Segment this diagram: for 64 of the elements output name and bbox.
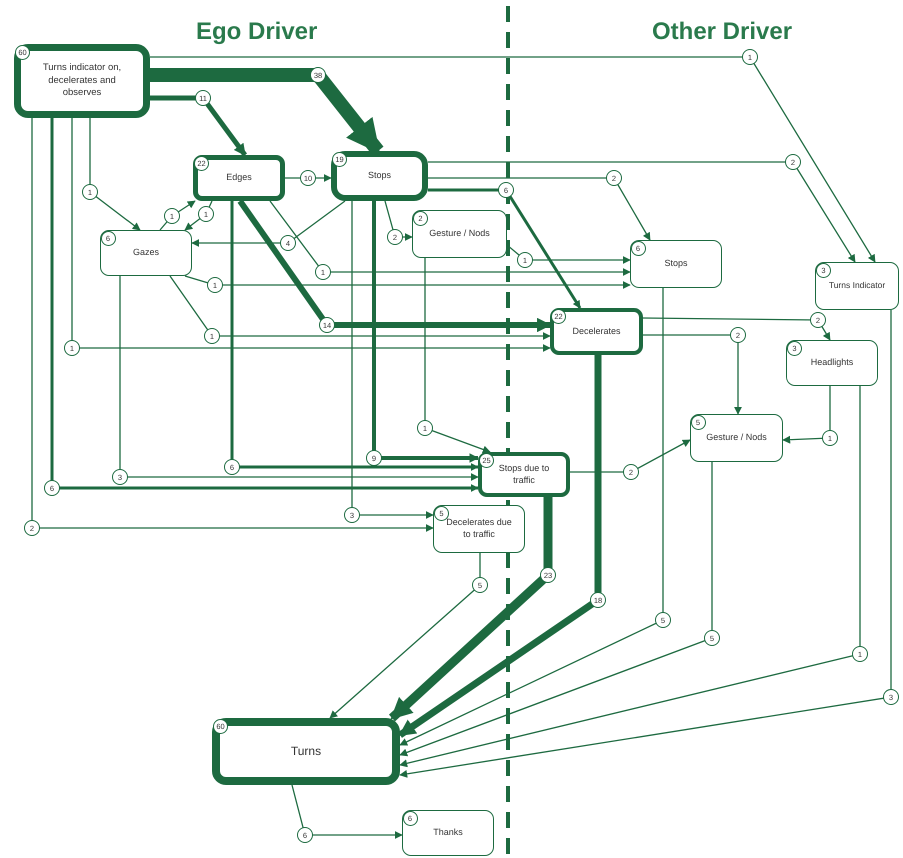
arrow bbox=[372, 201, 479, 463]
arrow bbox=[428, 161, 856, 263]
arrow bbox=[388, 497, 552, 722]
state-label: Edges bbox=[226, 172, 252, 184]
state-box bbox=[412, 210, 507, 258]
state-box bbox=[478, 452, 570, 497]
arrow bbox=[184, 200, 213, 231]
arrow bbox=[643, 317, 831, 341]
arrow bbox=[782, 386, 831, 444]
arrow bbox=[570, 439, 691, 473]
state-box bbox=[550, 308, 643, 355]
arrow bbox=[160, 200, 196, 230]
column-heading: Other Driver bbox=[652, 18, 792, 46]
state-label: Turns Indicator bbox=[828, 280, 886, 292]
state-box bbox=[786, 340, 878, 386]
arrow bbox=[329, 553, 481, 719]
state-box bbox=[212, 718, 400, 785]
state-label: Gesture / Nods bbox=[706, 432, 767, 444]
state-label: Turns indicator on, decelerates and observes bbox=[42, 62, 122, 100]
arrow bbox=[428, 177, 651, 241]
state-box bbox=[402, 810, 494, 856]
arrow bbox=[150, 56, 876, 263]
state-box bbox=[14, 44, 150, 118]
state-box bbox=[193, 155, 285, 201]
arrow bbox=[169, 276, 551, 340]
state-label: Headlights bbox=[810, 357, 854, 369]
arrow bbox=[398, 355, 602, 738]
arrow bbox=[424, 258, 491, 454]
arrow bbox=[399, 462, 713, 756]
arrow bbox=[71, 118, 551, 352]
state-label: Stops bbox=[368, 170, 391, 182]
state-label: Stops bbox=[664, 258, 688, 270]
state-label: Stops due to traffic bbox=[498, 462, 550, 486]
arrow bbox=[89, 118, 141, 231]
arrow bbox=[428, 188, 582, 309]
state-label: Gazes bbox=[132, 247, 159, 259]
arrow bbox=[384, 200, 413, 241]
arrow bbox=[191, 200, 346, 247]
state-label: Decelerates bbox=[572, 326, 621, 338]
arrow bbox=[119, 276, 479, 481]
state-box bbox=[690, 414, 783, 462]
arrow bbox=[31, 118, 434, 532]
arrow bbox=[351, 201, 434, 519]
arrow bbox=[238, 199, 552, 332]
state-label: Turns bbox=[290, 744, 322, 760]
arrow bbox=[50, 118, 479, 492]
state-label: Gesture / Nods bbox=[429, 228, 490, 240]
state-label: Thanks bbox=[433, 827, 463, 839]
arrow bbox=[291, 784, 403, 839]
arrow bbox=[285, 174, 332, 182]
state-box bbox=[433, 505, 525, 553]
arrow bbox=[399, 386, 861, 768]
arrow bbox=[184, 275, 631, 289]
arrow bbox=[399, 310, 892, 778]
state-box bbox=[630, 240, 722, 288]
arrow bbox=[399, 288, 664, 746]
arrow bbox=[643, 334, 742, 415]
state-box bbox=[331, 151, 428, 201]
state-box bbox=[100, 230, 192, 276]
arrow bbox=[269, 200, 631, 276]
state-box bbox=[815, 262, 899, 310]
arrow bbox=[230, 201, 479, 471]
column-heading: Ego Driver bbox=[196, 18, 318, 46]
arrow bbox=[150, 96, 248, 156]
